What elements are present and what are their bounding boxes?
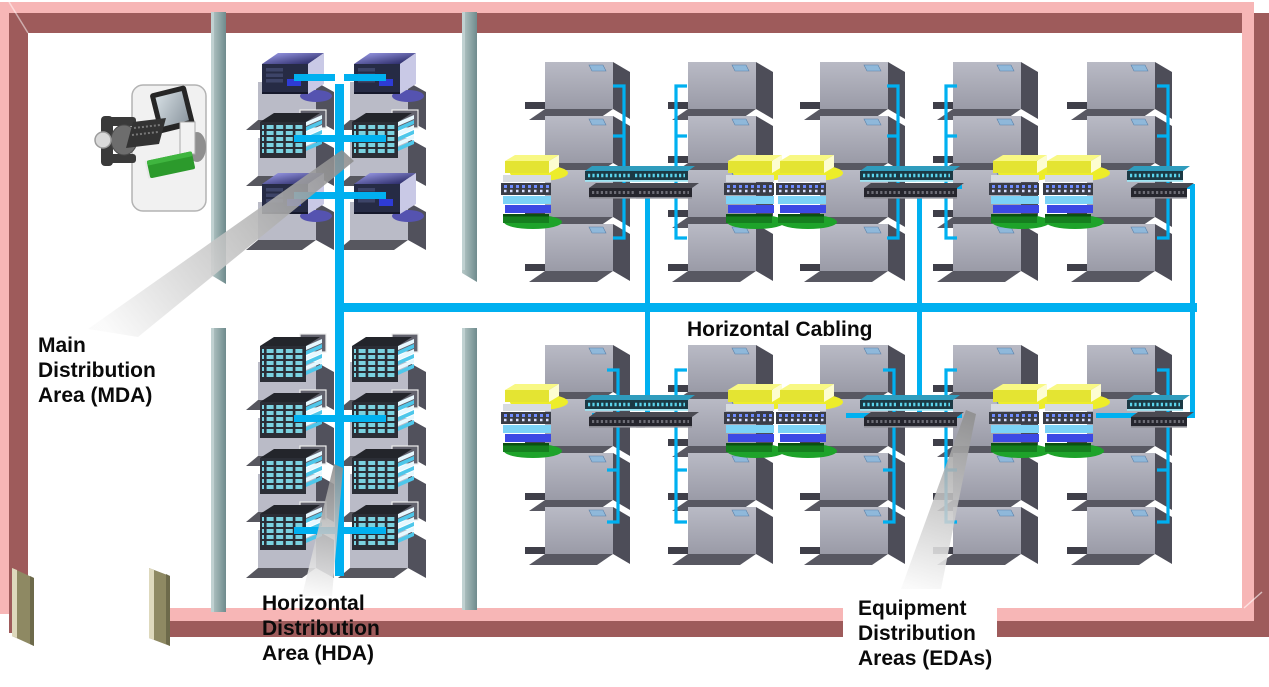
equipment-cabinet-icon (524, 223, 631, 283)
equipment-cabinet-icon (667, 223, 774, 283)
eda-drop-cable (917, 307, 922, 417)
person-on-chair-icon (94, 116, 138, 166)
hda-label: Horizontal Distribution Area (HDA) (262, 592, 380, 665)
rack-stub-cable (294, 135, 335, 142)
rack-stub-cable (344, 192, 386, 199)
eda-drop-cable (917, 187, 922, 305)
rack-stub-cable (344, 74, 386, 81)
mda-label-line1: Main (38, 334, 86, 357)
mda-label: Main Distribution Area (MDA) (38, 334, 156, 407)
horizontal-cabling-label: Horizontal Cabling (687, 318, 873, 341)
equipment-cabinet-icon (799, 61, 906, 121)
area-labels: Main Distribution Area (MDA) Horizontal … (38, 318, 992, 670)
computer-tower-icon (179, 121, 196, 155)
equipment-cabinet-icon (667, 452, 774, 512)
equipment-cabinet-icon (1066, 452, 1173, 512)
room-walls (0, 1, 1269, 646)
eda-drop-cable (1190, 187, 1195, 417)
rack-stub-cable (294, 527, 335, 534)
equipment-cabinet-icon (1066, 61, 1173, 121)
equipment-cabinet-icon (1066, 223, 1173, 283)
workstation-icon (94, 84, 207, 212)
right-wall (1242, 2, 1269, 637)
rack-stub-cable (344, 527, 386, 534)
mda-vertical-trunk-cable (335, 84, 344, 576)
hda-label-line2: Distribution (262, 617, 380, 640)
eda-drop-cable (645, 307, 650, 417)
mda-label-line2: Distribution (38, 359, 156, 382)
top-wall (0, 2, 1254, 33)
equipment-cabinet-icon (667, 506, 774, 566)
rack-stub-cable (344, 135, 386, 142)
eda-label: Equipment Distribution Areas (EDAs) (858, 597, 992, 670)
door-leaf-left-icon (12, 568, 34, 646)
callout-beam-hda (302, 464, 343, 596)
callout-beam-mda (88, 150, 354, 337)
equipment-cabinet-icon (524, 61, 631, 121)
equipment-cabinet-icon (799, 452, 906, 512)
main-horizontal-trunk-cable (335, 303, 1197, 312)
callout-beam-eda (901, 410, 976, 589)
divider-wall-1 (211, 12, 226, 612)
bottom-wall-left-segment (150, 608, 843, 637)
left-wall (0, 2, 28, 633)
keyboard-icon (126, 118, 166, 148)
callout-beams (88, 150, 976, 596)
green-base-icon (144, 151, 195, 179)
equipment-cabinet-icon (1066, 506, 1173, 566)
bottom-wall-right-segment (997, 591, 1269, 637)
equipment-cabinet-icon (524, 506, 631, 566)
rack-stub-cable (294, 74, 335, 81)
wall-corner-seam (8, 1, 29, 34)
equipment-cabinet-icon (799, 506, 906, 566)
mda-label-line3: Area (MDA) (38, 384, 152, 407)
equipment-cabinet-icon (932, 223, 1039, 283)
equipment-cabinet-icon (524, 452, 631, 512)
equipment-cabinet-icon (932, 61, 1039, 121)
equipment-cabinet-icon (667, 61, 774, 121)
equipment-cabinet-icon (799, 223, 906, 283)
eda-drop-cable (645, 187, 650, 305)
rack-stub-cable (344, 415, 386, 422)
door-leaf-bottom-icon (149, 568, 170, 646)
eda-label-line2: Distribution (858, 622, 976, 645)
divider-wall-2 (462, 12, 477, 610)
rack-stub-cable (294, 415, 335, 422)
hda-label-line1: Horizontal (262, 592, 365, 615)
eda-label-line1: Equipment (858, 597, 967, 620)
hda-label-line3: Area (HDA) (262, 642, 374, 665)
rack-stub-cable (294, 192, 335, 199)
eda-label-line3: Areas (EDAs) (858, 647, 992, 670)
